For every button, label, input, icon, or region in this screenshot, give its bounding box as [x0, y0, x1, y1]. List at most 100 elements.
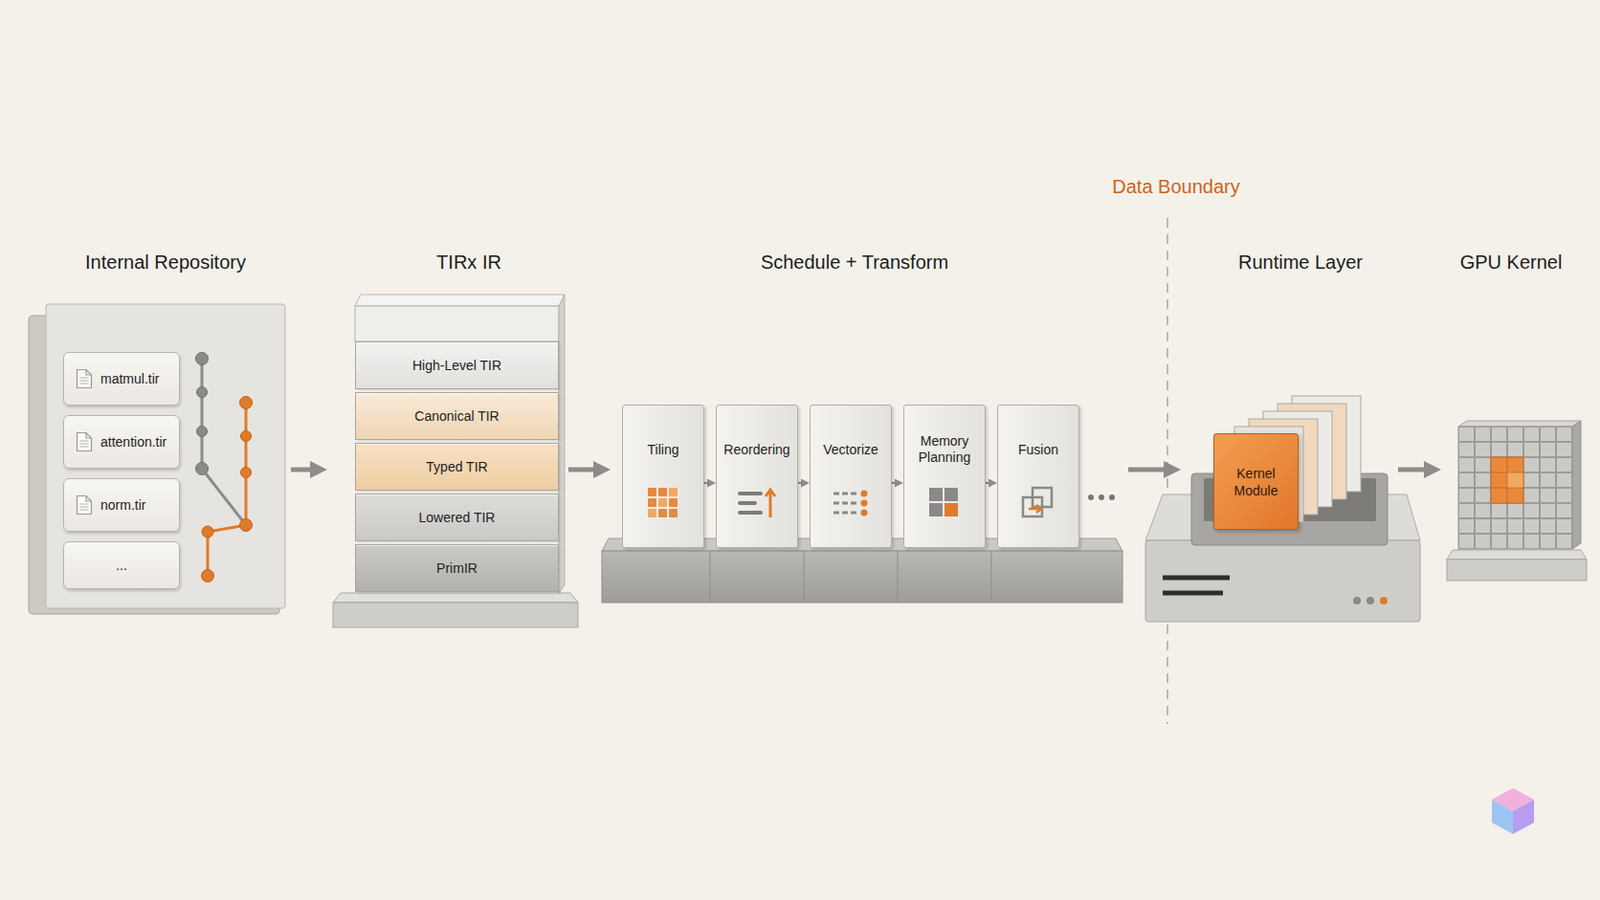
- repo-panel-face: [45, 304, 286, 609]
- file-box: norm.tir: [63, 478, 180, 533]
- reorder-arrow: [765, 489, 776, 497]
- file-icon-fold: [86, 370, 92, 377]
- continuation-dot: [1109, 494, 1115, 501]
- flow-arrow: [1128, 467, 1168, 473]
- file-icon: [75, 368, 93, 390]
- more-marker: ...: [115, 557, 128, 574]
- ir-layer: Typed TIR: [355, 443, 559, 491]
- tile-cell: [658, 488, 667, 497]
- continuation-dot: [1088, 494, 1094, 501]
- server-slot: [1162, 591, 1223, 597]
- rail-seam: [803, 551, 805, 603]
- git-commit: [201, 526, 214, 538]
- vector-dot: [861, 500, 868, 508]
- pass-block: Vectorize: [809, 404, 892, 549]
- section-heading: TIRx IR: [436, 251, 502, 274]
- flow-arrow: [568, 467, 598, 473]
- glass-lid-top: [355, 294, 565, 307]
- memory-cell: [944, 503, 958, 517]
- git-commit: [240, 397, 253, 410]
- ir-layer: Lowered TIR: [355, 493, 559, 542]
- server-led: [1353, 597, 1361, 605]
- git-commit: [240, 519, 253, 533]
- git-commit: [197, 387, 208, 399]
- file-name: attention.tir: [100, 434, 167, 450]
- server-slot: [1162, 576, 1230, 581]
- git-commit: [197, 426, 208, 438]
- flow-arrow: [891, 482, 897, 485]
- pass-block: Tiling: [622, 404, 705, 549]
- schedule-group: Schedule + TransformTilingReorderingVect…: [616, 401, 1123, 603]
- git-commit: [241, 431, 252, 443]
- git-commit: [196, 463, 209, 476]
- file-icon-outline: [77, 433, 92, 452]
- reorder-bar: [739, 491, 761, 496]
- pass-rail: [601, 551, 1123, 603]
- pass-label: Memory Planning: [907, 430, 982, 469]
- server-front: [1145, 540, 1421, 623]
- file-icon-line: [80, 446, 89, 448]
- server-led: [1379, 597, 1388, 605]
- file-name: matmul.tir: [100, 371, 159, 387]
- file-name: norm.tir: [100, 497, 146, 513]
- file-icon: [75, 494, 93, 516]
- tile-cell: [647, 509, 657, 518]
- git-commit: [196, 353, 209, 366]
- gpu-grid: [1458, 426, 1573, 550]
- vector-lane: [833, 502, 840, 506]
- runtime-layer: Runtime LayerKernel Module: [1186, 382, 1393, 565]
- watermark-cube: [1512, 800, 1534, 835]
- tile-cell: [668, 509, 678, 518]
- gpu-active-cells: [1490, 457, 1524, 504]
- file-icon-line: [80, 441, 89, 443]
- file-icon-line: [80, 507, 89, 509]
- pass-icon: [829, 484, 872, 523]
- file-icon-outline: [77, 496, 92, 515]
- vector-lane: [850, 502, 857, 506]
- tile-cell: [647, 498, 657, 508]
- gpu-cell-line: [1490, 488, 1524, 489]
- git-branch-line: [201, 468, 246, 526]
- layer-label: Lowered TIR: [419, 510, 496, 526]
- file-icon-line: [80, 444, 89, 445]
- fusion-square: [1032, 488, 1052, 508]
- section-heading: Internal Repository: [85, 251, 246, 274]
- flow-arrow: [1398, 467, 1428, 473]
- vector-dot: [861, 490, 868, 498]
- repo-panel: Internal Repositorymatmul.tirattention.t…: [30, 306, 286, 613]
- rail-seam: [710, 551, 712, 603]
- gpu-active-cell: [1508, 473, 1524, 489]
- file-icon-line: [80, 383, 89, 385]
- continuation-dot: [1098, 494, 1105, 501]
- file-icon-line: [80, 510, 89, 512]
- vector-lane: [833, 492, 840, 496]
- git-branch-line: [200, 358, 204, 469]
- pass-label: Tiling: [625, 430, 701, 469]
- tile-cell: [658, 498, 667, 508]
- ir-stack: TIRx IRHigh-Level TIRCanonical TIRTyped …: [333, 306, 563, 628]
- pass-icon: [923, 484, 966, 523]
- server-led: [1366, 597, 1375, 605]
- git-commit: [201, 570, 215, 583]
- layer-label: Typed TIR: [425, 459, 488, 475]
- stack-side: [558, 294, 565, 594]
- vector-lane: [850, 492, 857, 496]
- pass-label: Fusion: [1000, 430, 1076, 469]
- tile-cell: [658, 509, 667, 518]
- fusion-arrow: [1036, 505, 1042, 513]
- reorder-bar: [739, 511, 761, 515]
- glass-lid: [355, 306, 559, 342]
- boundary-label: Data Boundary: [1111, 176, 1240, 199]
- memory-cell: [929, 503, 943, 517]
- git-branch-line: [244, 402, 248, 526]
- memory-cell: [944, 488, 958, 502]
- file-box: ...: [63, 541, 180, 590]
- pass-label: Vectorize: [813, 430, 889, 469]
- file-box: attention.tir: [63, 415, 180, 469]
- ir-layer: Canonical TIR: [355, 392, 559, 441]
- tile-cell: [647, 488, 657, 497]
- file-icon-line: [80, 380, 89, 382]
- pass-label: Reordering: [719, 430, 795, 469]
- pass-block: Memory Planning: [903, 404, 986, 549]
- pass-icon: [735, 484, 778, 523]
